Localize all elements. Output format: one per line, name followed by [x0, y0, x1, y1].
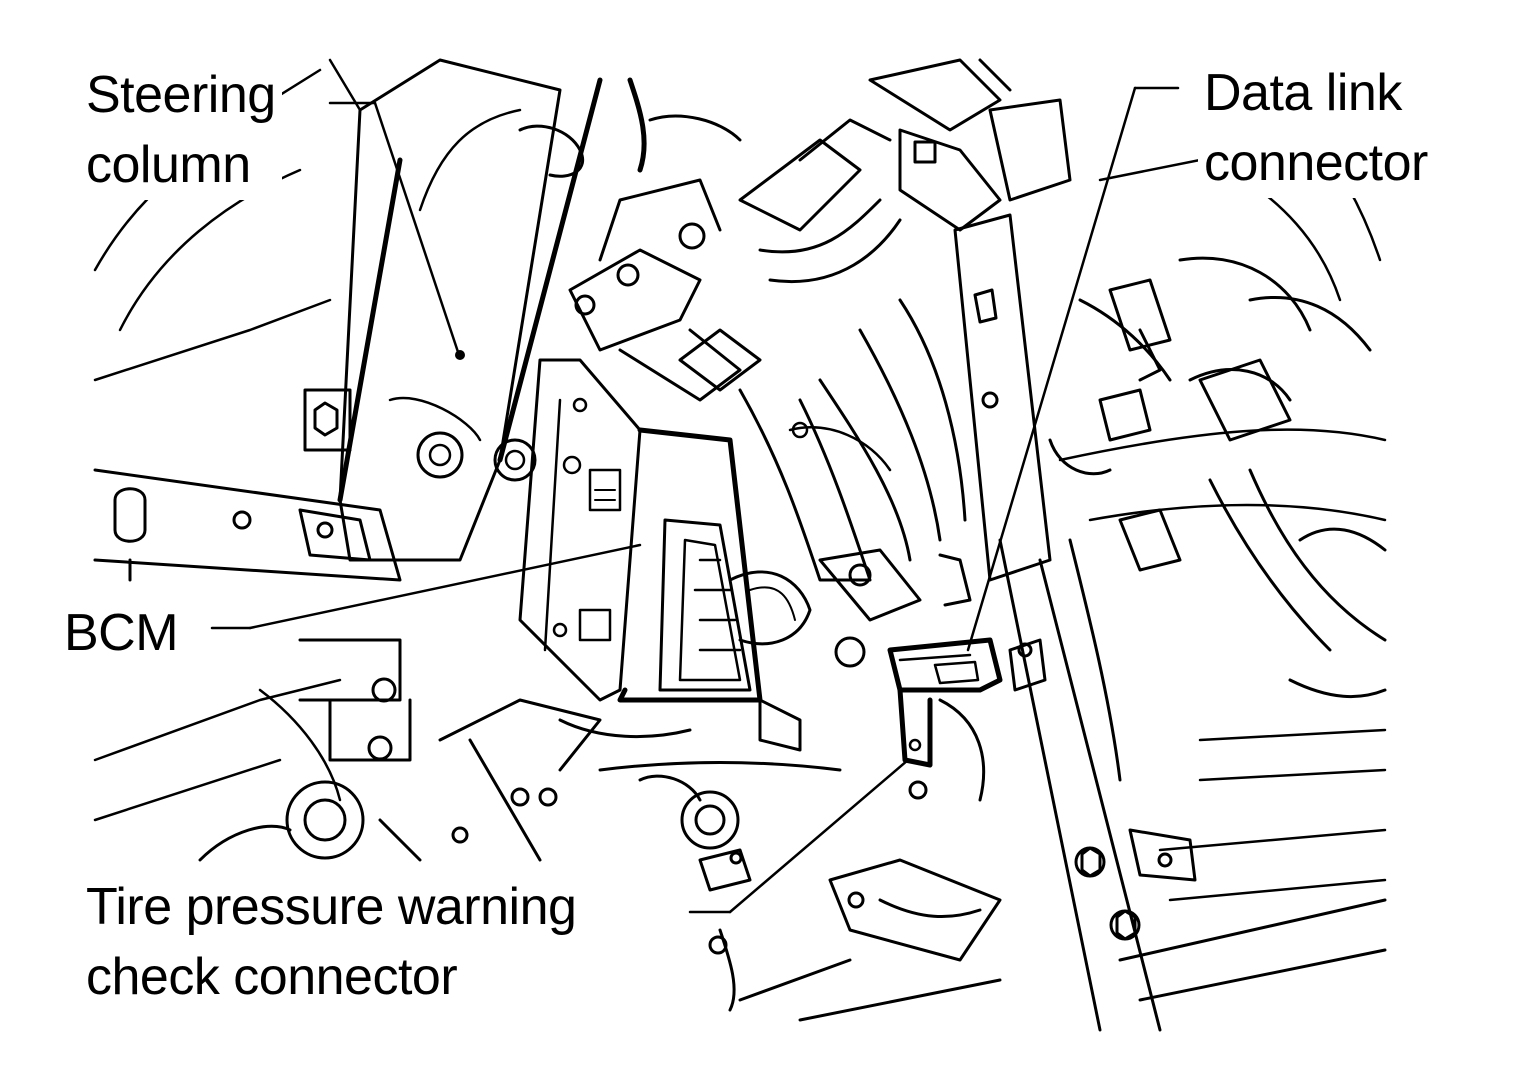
right-support-pillar [953, 213, 1197, 1032]
left-cross-bracket [93, 388, 402, 582]
label-steering-column-line2: column [86, 136, 251, 194]
background-frame-lines [93, 58, 1392, 902]
label-bcm-text: BCM [64, 604, 179, 662]
label-tire-pressure-check-connector: Tire pressure warning check connector [86, 872, 587, 1012]
label-bcm: BCM [64, 598, 183, 668]
lower-structure [198, 698, 1387, 1022]
leader-steering-column-diag [373, 101, 460, 354]
label-tire-pressure-line1: Tire pressure warning [86, 878, 577, 936]
right-harness [1048, 256, 1387, 782]
wiring-harness-top [518, 58, 1072, 402]
data-link-connector-shape [887, 637, 1003, 802]
label-data-link-connector: Data link connector [1198, 58, 1428, 198]
label-steering-column-line1: Steering [86, 66, 276, 124]
label-data-link-line2: connector [1204, 134, 1428, 192]
bcm-module-shape [518, 358, 812, 703]
steering-column-shape [258, 58, 603, 860]
leader-bcm-diag [248, 543, 642, 630]
center-duct [738, 298, 972, 668]
leader-lines [210, 86, 1180, 914]
leader-tire-pressure-diag [728, 758, 910, 914]
leader-data-link-diag [966, 86, 1137, 652]
label-steering-column: Steering column [86, 60, 282, 200]
label-data-link-line1: Data link [1204, 64, 1402, 122]
label-tire-pressure-line2: check connector [86, 948, 458, 1006]
